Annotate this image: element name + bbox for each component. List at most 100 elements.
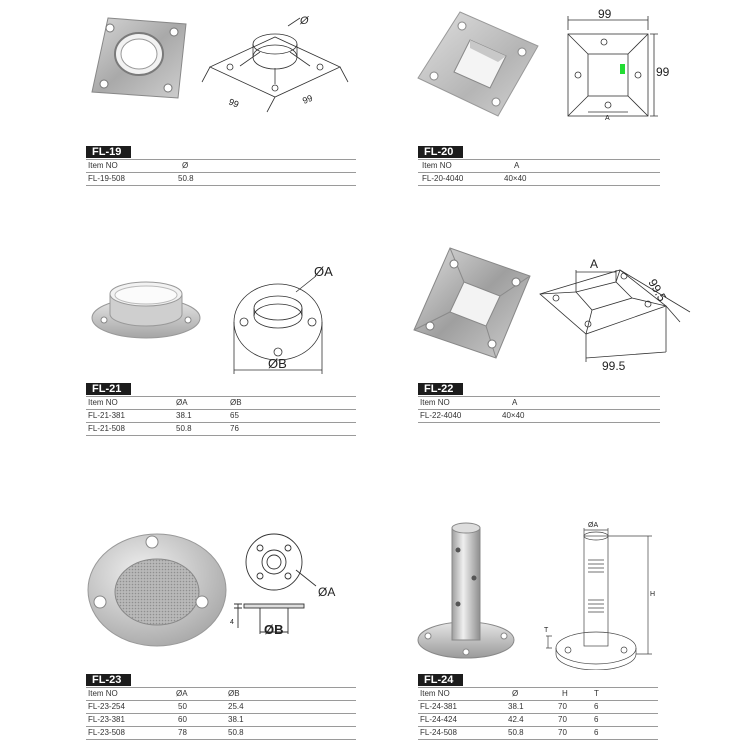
fl21-dim-a: ØA [314,264,333,279]
cell-item-no: FL-23-254 [88,702,125,711]
table-row: FL-23-381 60 38.1 [86,714,356,727]
fl24-dim-t: T [544,627,549,634]
cell-b: 76 [230,424,239,433]
cell-item-no: FL-23-508 [88,728,125,737]
fl19-dim-w2: 99 [301,93,314,106]
cell-item-no: FL-23-381 [88,715,125,724]
col-b: ØB [230,398,242,407]
table-header-row: Item NO ØA ØB [86,396,356,410]
fl24-drawing: ØA H T [544,522,655,670]
cell-a: 40×40 [502,411,525,420]
fl20-drawing: 99 99 A [567,8,670,122]
table-header-row: Item NO ØA ØB [86,687,356,701]
cell-b: 38.1 [228,715,244,724]
cell-a: 60 [178,715,187,724]
cell-item-no: FL-24-508 [420,728,457,737]
col-a: A [514,161,520,170]
fl21-drawing: ØA ØB [233,264,333,374]
fl21-table: Item NO ØA ØB FL-21-381 38.1 65 FL-21-50… [86,396,356,436]
fl20-photo [417,11,539,117]
table-row: FL-21-381 38.1 65 [86,410,356,423]
fl20-table: Item NO A FL-20-4040 40×40 [418,159,660,186]
col-diameter: Ø [182,161,189,170]
cell-h: 70 [558,702,567,711]
col-item-no: Item NO [88,689,118,698]
col-item-no: Item NO [422,161,452,170]
cell-h: 70 [558,715,567,724]
fl24-dim-h: H [650,591,655,598]
fl19-drawing: Ø 99 99 [201,15,349,113]
table-header-row: Item NO A [418,396,660,410]
table-row: FL-24-381 38.1 70 6 [418,701,658,714]
fl22-photo [413,247,531,359]
fl24-table: Item NO Ø H T FL-24-381 38.1 70 6 FL-24-… [418,687,658,740]
table-row: FL-20-4040 40×40 [418,173,660,186]
fl22-dim-a: A [590,257,598,271]
table-row: FL-24-424 42.4 70 6 [418,714,658,727]
table-row: FL-22-4040 40×40 [418,410,660,423]
fl19-table: Item NO Ø FL-19-508 50.8 [86,159,356,186]
col-item-no: Item NO [88,161,118,170]
col-a: ØA [176,398,188,407]
cell-t: 6 [594,715,599,724]
fl22-tag: FL-22 [418,383,464,395]
cell-item-no: FL-21-381 [88,411,125,420]
fl21-tag: FL-21 [86,383,132,395]
fl23-dim-t: 4 [230,619,234,626]
cell-a: 50.8 [176,424,192,433]
fl22-dim-w1: 99.5 [645,277,669,305]
fl20-dim-top: 99 [598,8,612,21]
fl23-dim-b: ØB [264,622,284,637]
table-header-row: Item NO Ø H T [418,687,658,701]
fl20-dim-a: A [605,115,610,122]
col-item-no: Item NO [420,689,450,698]
fl23-table: Item NO ØA ØB FL-23-254 50 25.4 FL-23-38… [86,687,356,740]
fl21-photo [91,281,201,339]
fl21-dim-b: ØB [268,356,287,371]
fl19-photo [91,17,187,99]
fl22-table: Item NO A FL-22-4040 40×40 [418,396,660,423]
fl23-photo [87,533,227,647]
cell-a: 40×40 [504,174,527,183]
cell-item-no: FL-24-424 [420,715,457,724]
table-row: FL-19-508 50.8 [86,173,356,186]
cell-diameter: 50.8 [178,174,194,183]
cell-h: 70 [558,728,567,737]
fl23-tag: FL-23 [86,674,132,686]
cell-t: 6 [594,702,599,711]
table-row: FL-24-508 50.8 70 6 [418,727,658,740]
col-a: ØA [176,689,188,698]
table-header-row: Item NO A [418,159,660,173]
table-row: FL-21-508 50.8 76 [86,423,356,436]
fl19-tag: FL-19 [86,146,132,158]
cell-a: 38.1 [176,411,192,420]
col-a: A [512,398,518,407]
cell-item-no: FL-20-4040 [422,174,464,183]
fl20-dim-side: 99 [656,65,670,79]
cell-item-no: FL-24-381 [420,702,457,711]
cell-item-no: FL-19-508 [88,174,125,183]
cell-b: 50.8 [228,728,244,737]
table-row: FL-23-254 50 25.4 [86,701,356,714]
col-item-no: Item NO [420,398,450,407]
cell-t: 6 [594,728,599,737]
fl24-photo [417,522,515,659]
fl24-tag: FL-24 [418,674,464,686]
cell-a: 78 [178,728,187,737]
col-diameter: Ø [512,689,519,698]
cell-item-no: FL-21-508 [88,424,125,433]
fl22-dim-w2: 99.5 [602,359,626,373]
fl23-drawing: ØA ØB 4 [230,533,335,637]
col-b: ØB [228,689,240,698]
col-item-no: Item NO [88,398,118,407]
cell-diameter: 38.1 [508,702,524,711]
table-header-row: Item NO Ø [86,159,356,173]
fl20-tag: FL-20 [418,146,464,158]
fl24-dim-a: ØA [588,522,598,529]
fl19-dim-w1: 99 [227,97,240,110]
fl23-dim-a: ØA [318,585,335,599]
cell-b: 65 [230,411,239,420]
cell-b: 25.4 [228,702,244,711]
fl19-dim-d: Ø [299,15,310,27]
table-row: FL-23-508 78 50.8 [86,727,356,740]
